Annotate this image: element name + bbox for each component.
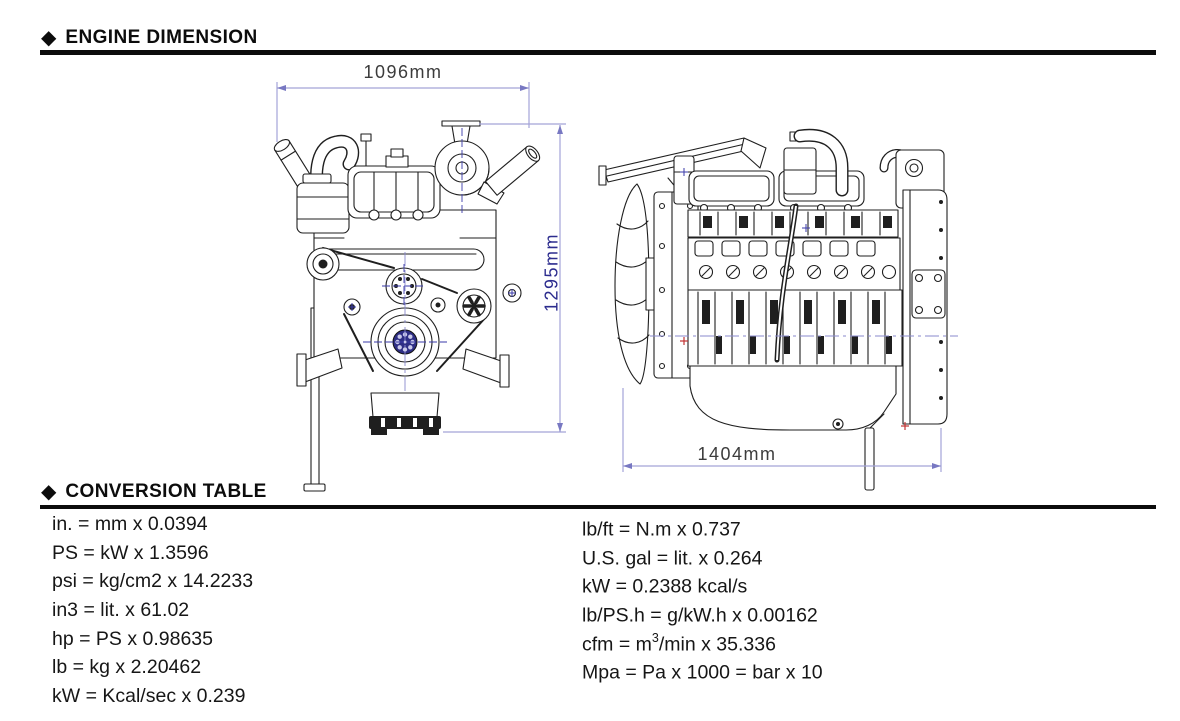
- fuel-line: [774, 203, 799, 363]
- dimension-label-side-length: 1404mm: [697, 444, 777, 464]
- engine-mounts-front: [296, 348, 510, 388]
- valve-cover-front: [347, 133, 441, 221]
- turbocharger-front: [434, 120, 505, 214]
- intercooler-pipe: [315, 248, 485, 271]
- conversion-row: PS = kW x 1.3596: [52, 541, 209, 564]
- page-title: ENGINE DIMENSION: [65, 27, 258, 48]
- water-pump-pulley: [382, 264, 426, 308]
- belt-lines: [309, 246, 487, 372]
- oil-pan-front: [369, 392, 441, 435]
- conversion-rule: [40, 504, 1156, 509]
- conversion-row: kW = Kcal/sec x 0.239: [52, 685, 246, 708]
- cylinder-head-band: [687, 209, 899, 238]
- dimension-label-front-width: 1096mm: [363, 62, 443, 82]
- conversion-left-column: in. = mm x 0.0394 PS = kW x 1.3596 psi =…: [52, 510, 253, 711]
- engine-block-front: [311, 193, 497, 359]
- block-band: [687, 289, 903, 367]
- side-view-drawing: [598, 128, 958, 491]
- center-marks: [680, 168, 909, 430]
- conversion-row: kW = 0.2388 kcal/s: [582, 575, 748, 598]
- rear-lifting-bracket: [879, 149, 945, 209]
- flywheel-housing: [902, 189, 948, 425]
- front-view-drawing: [273, 120, 541, 492]
- conversion-row: in. = mm x 0.0394: [52, 513, 208, 535]
- conversion-table-title: CONVERSION TABLE: [65, 481, 267, 502]
- crankshaft-pulley: [363, 252, 447, 392]
- side-stand-leg: [864, 427, 875, 491]
- oil-pan-side: [687, 365, 903, 431]
- front-gear-cover: [645, 191, 699, 379]
- conversion-right-column: lb/ft = N.m x 0.737 U.S. gal = lit. x 0.…: [582, 510, 823, 684]
- cooling-fan: [614, 183, 650, 385]
- front-bracket-side: [673, 155, 695, 205]
- conversion-row: U.S. gal = lit. x 0.264: [582, 547, 763, 570]
- turbo-elbow-side: [783, 128, 849, 197]
- intake-elbow-hose: [310, 134, 360, 213]
- conversion-row: hp = PS x 0.98635: [52, 627, 213, 650]
- air-cleaner: [296, 173, 350, 234]
- conversion-row: psi = kg/cm2 x 14.2233: [52, 570, 254, 593]
- conversion-row: lb = kg x 2.20462: [52, 656, 202, 679]
- conversion-row: lb/ft = N.m x 0.737: [582, 518, 741, 541]
- exhaust-pipe-front: [273, 139, 328, 212]
- injector-band: [687, 237, 901, 291]
- alternator-pulley: [306, 247, 340, 281]
- engine-dimension-header: ◆ ENGINE DIMENSION: [41, 27, 258, 49]
- dimension-annotations: [276, 82, 942, 472]
- front-stand-leg: [303, 307, 326, 492]
- right-intake-pipe: [484, 145, 541, 196]
- conversion-table-header: ◆ CONVERSION TABLE: [41, 481, 267, 503]
- conversion-row: in3 = lit. x 61.02: [52, 599, 190, 622]
- dimension-label-front-height: 1295mm: [541, 232, 562, 313]
- intake-pipe-side: [598, 137, 767, 197]
- diamond-icon: ◆: [41, 27, 57, 49]
- diamond-icon: ◆: [41, 481, 57, 503]
- conversion-row: Mpa = Pa x 1000 = bar x 10: [582, 661, 823, 684]
- conversion-row: cfm = m3/min x 35.336: [582, 630, 776, 656]
- conversion-row: lb/PS.h = g/kW.h x 0.00162: [582, 604, 818, 627]
- header-rule: [40, 50, 1156, 55]
- fan-drive-pulley: [456, 288, 492, 324]
- valve-covers-side: [688, 170, 865, 213]
- idler-pulleys: [343, 283, 522, 316]
